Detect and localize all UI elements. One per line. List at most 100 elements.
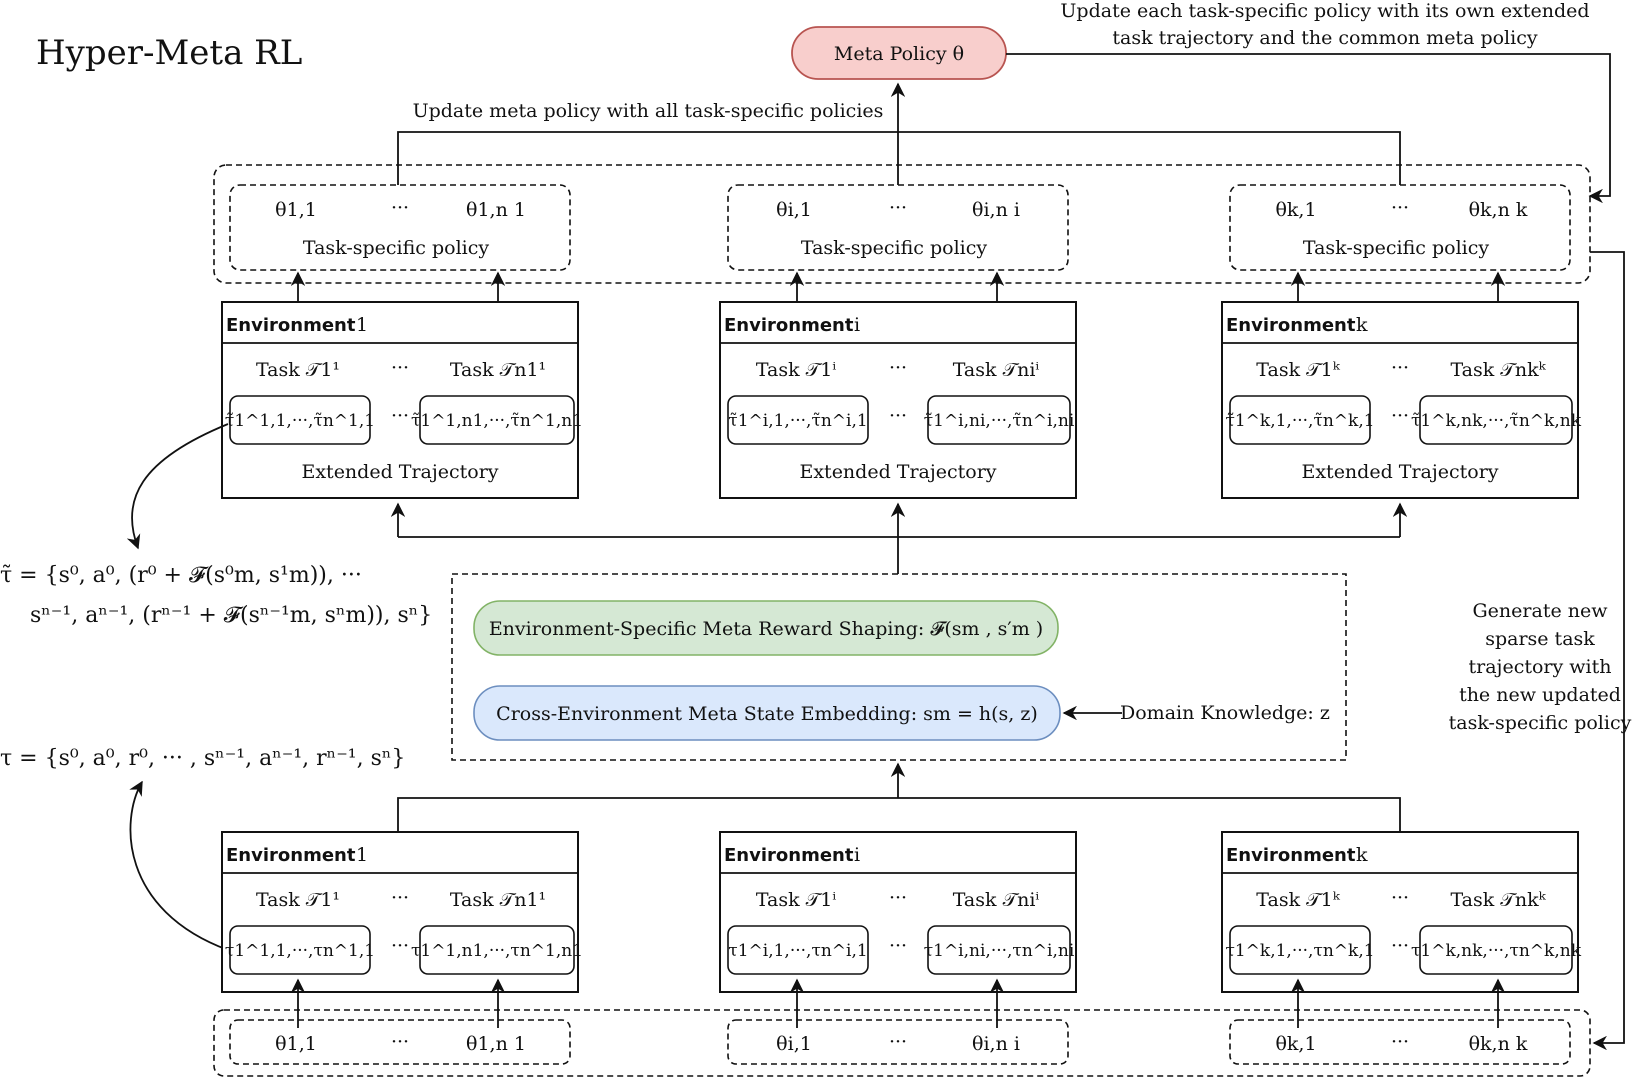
generate-note-line1: Generate new — [1473, 600, 1609, 622]
trajectory-box — [1419, 925, 1573, 975]
trajectory-last: τ1^k,nk,···,τn^k,nk — [1411, 941, 1582, 961]
environment-bottom-i: Environment i Task 𝒯1ⁱ ··· Task 𝒯niⁱ τ1^… — [719, 831, 1077, 993]
environment-bottom-k: Environment k Task 𝒯1ᵏ ··· Task 𝒯nkᵏ τ1^… — [1221, 831, 1582, 993]
task-first: Task 𝒯1¹ — [256, 359, 340, 381]
trajectory-first: τ̃1^i,1,···,τ̃n^i,1 — [728, 411, 867, 431]
task-last: Task 𝒯nkᵏ — [1450, 359, 1546, 381]
param-last: θi,n i — [972, 1033, 1020, 1055]
policy-group-i: θi,1 ··· θi,n i Task-specific policy — [727, 184, 1069, 271]
param-first: θk,1 — [1275, 1033, 1316, 1055]
policy-group-label: Task-specific policy — [801, 237, 987, 259]
policy-param-first: θ1,1 — [275, 199, 317, 221]
ellipsis: ··· — [889, 405, 907, 427]
bottom-params-container — [213, 1009, 1591, 1077]
ellipsis: ··· — [391, 935, 409, 957]
env-id: 1 — [356, 844, 368, 866]
ellipsis: ··· — [1391, 1031, 1409, 1053]
task-last: Task 𝒯n1¹ — [450, 889, 546, 911]
diagram-title: Hyper-Meta RL — [36, 33, 302, 73]
env-id: k — [1356, 314, 1368, 336]
ellipsis: ··· — [889, 1031, 907, 1053]
meta-policy-node — [791, 26, 1007, 80]
policy-group-label: Task-specific policy — [303, 237, 489, 259]
environment-top-1: Environment 1 Task 𝒯1¹ ··· Task 𝒯n1¹ τ̃1… — [221, 301, 583, 499]
arrow-to-extended-eq — [126, 423, 229, 550]
policy-group-1: θ1,1 ··· θ1,n 1 Task-specific policy — [229, 184, 571, 271]
trajectory-last: τ1^i,ni,···,τn^i,ni — [924, 941, 1075, 961]
bottom-params-k: θk,1 ··· θk,n k — [1229, 1019, 1571, 1065]
task-policy-container — [213, 164, 1591, 284]
ellipsis: ··· — [391, 357, 409, 379]
trajectory-box — [927, 395, 1071, 445]
reward-shaping-node — [473, 600, 1059, 656]
task-first: Task 𝒯1ᵏ — [1256, 889, 1340, 911]
ellipsis: ··· — [889, 935, 907, 957]
ellipsis: ··· — [1391, 357, 1409, 379]
policy-param-last: θ1,n 1 — [466, 199, 526, 221]
envs-to-meta-connector — [397, 797, 1401, 832]
trajectory-box — [1419, 395, 1573, 445]
trajectory-last: τ̃1^1,n1,···,τ̃n^1,n1 — [411, 411, 583, 431]
task-last: Task 𝒯n1¹ — [450, 359, 546, 381]
extended-trajectory-eq-line2: sⁿ⁻¹, aⁿ⁻¹, (rⁿ⁻¹ + 𝓕(sⁿ⁻¹m, sⁿm)), sⁿ} — [30, 603, 432, 628]
trajectory-first: τ1^1,1,···,τn^1,1 — [225, 941, 375, 961]
policy-param-last: θk,n k — [1469, 199, 1528, 221]
policy-param-last: θi,n i — [972, 199, 1020, 221]
state-embedding-label: Cross-Environment Meta State Embedding: … — [496, 703, 1038, 725]
trajectory-box — [419, 395, 575, 445]
arrow-to-sparse-eq — [129, 780, 229, 951]
ellipsis: ··· — [1391, 935, 1409, 957]
env-footer: Extended Trajectory — [1301, 461, 1498, 483]
environment-top-i: Environment i Task 𝒯1ⁱ ··· Task 𝒯niⁱ τ̃1… — [719, 301, 1077, 499]
ellipsis: ··· — [391, 405, 409, 427]
policy-aggregation-connector — [397, 131, 1401, 185]
environment-bottom-1: Environment 1 Task 𝒯1¹ ··· Task 𝒯n1¹ τ1^… — [221, 831, 583, 993]
ellipsis: ··· — [1391, 887, 1409, 909]
param-last: θ1,n 1 — [466, 1033, 526, 1055]
trajectory-last: τ̃1^k,nk,···,τ̃n^k,nk — [1411, 411, 1582, 431]
env-footer: Extended Trajectory — [799, 461, 996, 483]
param-first: θi,1 — [776, 1033, 812, 1055]
task-last: Task 𝒯niⁱ — [953, 359, 1040, 381]
ellipsis: ··· — [391, 1031, 409, 1053]
task-first: Task 𝒯1ⁱ — [756, 359, 836, 381]
extended-trajectory-eq-line1: τ̃ = {s⁰, a⁰, (r⁰ + 𝓕(s⁰m, s¹m)), ··· — [0, 563, 362, 588]
ellipsis: ··· — [391, 197, 409, 219]
task-first: Task 𝒯1¹ — [256, 889, 340, 911]
ellipsis: ··· — [1391, 405, 1409, 427]
generate-note-line3: trajectory with — [1469, 656, 1612, 678]
task-first: Task 𝒯1ⁱ — [756, 889, 836, 911]
env-footer: Extended Trajectory — [301, 461, 498, 483]
task-last: Task 𝒯niⁱ — [953, 889, 1040, 911]
arrow-policies-to-bottom-params — [1590, 251, 1625, 1051]
ellipsis: ··· — [889, 887, 907, 909]
param-first: θ1,1 — [275, 1033, 317, 1055]
task-last: Task 𝒯nkᵏ — [1450, 889, 1546, 911]
env-word: Environment — [1226, 845, 1356, 866]
trajectory-box — [727, 925, 869, 975]
update-meta-note: Update meta policy with all task-specifi… — [413, 100, 884, 122]
trajectory-box — [1229, 925, 1371, 975]
meta-policy-label: Meta Policy θ — [834, 43, 964, 65]
sparse-trajectory-eq: τ = {s⁰, a⁰, r⁰, ··· , sⁿ⁻¹, aⁿ⁻¹, rⁿ⁻¹,… — [0, 746, 405, 771]
bottom-params-i: θi,1 ··· θi,n i — [727, 1019, 1069, 1065]
env-id: k — [1356, 844, 1368, 866]
env-word: Environment — [226, 845, 356, 866]
trajectory-first: τ1^i,1,···,τn^i,1 — [728, 941, 867, 961]
trajectory-box — [419, 925, 575, 975]
trajectory-first: τ1^k,1,···,τn^k,1 — [1225, 941, 1374, 961]
policy-param-first: θi,1 — [776, 199, 812, 221]
bottom-params-1: θ1,1 ··· θ1,n 1 — [229, 1019, 571, 1065]
trajectory-box — [1229, 395, 1371, 445]
ellipsis: ··· — [889, 357, 907, 379]
update-each-note-line2: task trajectory and the common meta poli… — [1112, 27, 1537, 49]
param-last: θk,n k — [1469, 1033, 1528, 1055]
trajectory-first: τ̃1^k,1,···,τ̃n^k,1 — [1225, 411, 1374, 431]
generate-note-line4: the new updated — [1459, 684, 1621, 706]
reward-shaping-label: Environment-Specific Meta Reward Shaping… — [489, 618, 1043, 640]
policy-group-label: Task-specific policy — [1303, 237, 1489, 259]
policy-group-k: θk,1 ··· θk,n k Task-specific policy — [1229, 184, 1571, 271]
ellipsis: ··· — [889, 197, 907, 219]
env-id: i — [854, 844, 860, 866]
